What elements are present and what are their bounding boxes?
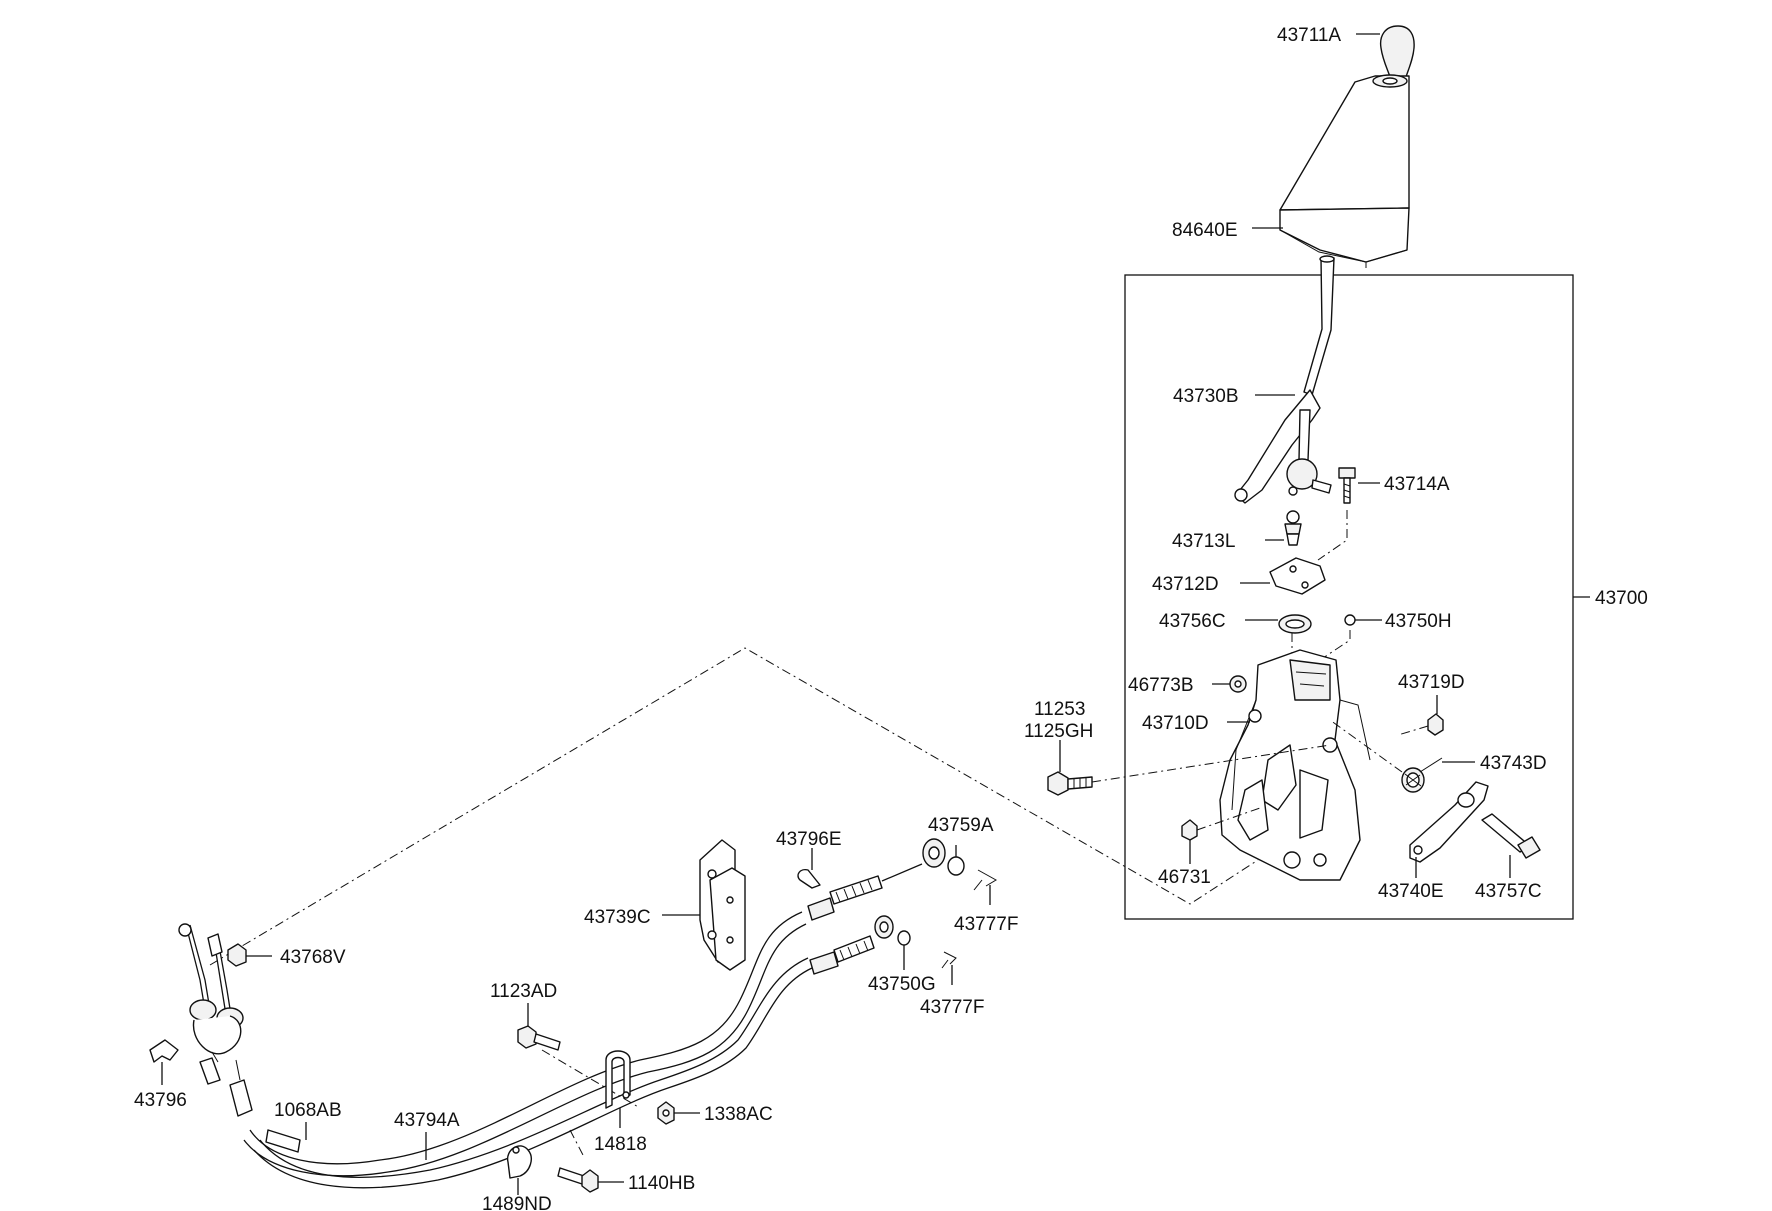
label-43750G: 43750G	[868, 974, 936, 995]
label-43757C: 43757C	[1475, 881, 1542, 902]
clip-1489ND-part	[506, 1145, 532, 1195]
pivot-46731-part	[1181, 807, 1261, 864]
label-43739C: 43739C	[584, 907, 651, 928]
clip-43796E-part	[797, 848, 821, 889]
label-43796E: 43796E	[776, 829, 842, 850]
label-43710D: 43710D	[1142, 713, 1209, 734]
nut-1338AC-part	[657, 1101, 700, 1125]
assembly-43700-box	[1124, 274, 1590, 920]
label-43777F-lower: 43777F	[920, 997, 984, 1018]
pin-43713L-part	[1265, 510, 1302, 546]
shift-boot-part	[1252, 74, 1410, 268]
bolt-1140HB-part	[557, 1167, 624, 1193]
clip-43768V-part	[227, 943, 272, 967]
label-43756C: 43756C	[1159, 611, 1226, 632]
label-14818: 14818	[594, 1134, 647, 1155]
label-43711A: 43711A	[1277, 25, 1341, 46]
label-46731: 46731	[1158, 867, 1211, 888]
cable-end-lower-part	[809, 915, 957, 985]
label-43743D: 43743D	[1480, 753, 1547, 774]
nut-43719D-part	[1397, 695, 1444, 736]
lever-43740E-part	[1409, 781, 1489, 878]
bolt-1125GH-part	[1047, 740, 1331, 796]
label-43768V: 43768V	[280, 947, 346, 968]
label-43759A: 43759A	[928, 815, 994, 836]
label-1489ND: 1489ND	[482, 1194, 552, 1211]
bolt-1123AD-part	[517, 1003, 561, 1051]
label-43730B: 43730B	[1173, 386, 1239, 407]
shift-lever-part	[1234, 255, 1335, 504]
shift-knob-part	[1356, 25, 1415, 81]
washer-46773B-part	[1212, 675, 1247, 693]
label-43740E: 43740E	[1378, 881, 1444, 902]
spring-43743D-part	[1329, 719, 1475, 793]
label-1123AD: 1123AD	[490, 981, 557, 1002]
label-43794A: 43794A	[394, 1110, 460, 1131]
label-43700: 43700	[1595, 588, 1648, 609]
label-43750H: 43750H	[1385, 611, 1452, 632]
label-1068AB: 1068AB	[274, 1100, 342, 1121]
bolt-43714A-part	[1338, 467, 1380, 504]
label-43777F-upper: 43777F	[954, 914, 1018, 935]
clip-43796-part	[149, 1039, 179, 1085]
bracket-14818-part	[605, 1050, 631, 1128]
label-43712D: 43712D	[1152, 574, 1219, 595]
label-43714A: 43714A	[1384, 474, 1450, 495]
label-1338AC: 1338AC	[704, 1104, 773, 1125]
cable-end-upper-part	[807, 838, 997, 921]
label-84640E: 84640E	[1172, 220, 1238, 241]
bracket-43739C-part	[662, 839, 746, 971]
part-labels: 43711A 84640E 43730B 43714A 43713L 43712…	[134, 25, 1648, 1211]
cable-routing-lines	[209, 647, 1259, 1156]
cap-43750H-part	[1319, 614, 1382, 661]
plate-43712D-part	[1240, 510, 1348, 595]
label-11253: 11253	[1034, 699, 1085, 720]
label-43713L: 43713L	[1172, 531, 1235, 552]
leader-lines-lower	[305, 1122, 427, 1160]
label-1125GH: 1125GH	[1024, 721, 1093, 742]
label-46773B: 46773B	[1128, 675, 1194, 696]
pin-43757C-part	[1481, 813, 1541, 878]
label-43719D: 43719D	[1398, 672, 1465, 693]
label-43796: 43796	[134, 1090, 187, 1111]
cable-transmission-end-part	[178, 923, 301, 1153]
label-1140HB: 1140HB	[628, 1173, 695, 1194]
